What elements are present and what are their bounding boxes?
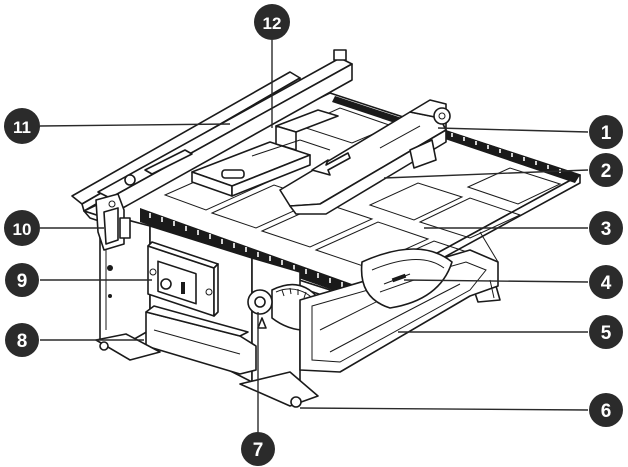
callout-11-label: 11 bbox=[13, 118, 31, 137]
callout-2-label: 2 bbox=[601, 161, 612, 182]
callout-12-label: 12 bbox=[263, 14, 282, 33]
cutting-disc bbox=[360, 248, 453, 309]
mitre-guide bbox=[191, 109, 339, 197]
callout-11: 11 bbox=[4, 108, 40, 144]
leader-4 bbox=[403, 279, 589, 283]
callout-5: 5 bbox=[589, 315, 623, 349]
callout-9-label: 9 bbox=[17, 271, 28, 292]
leader-11 bbox=[39, 123, 231, 127]
callout-3-label: 3 bbox=[601, 219, 612, 240]
callout-12: 12 bbox=[254, 4, 290, 40]
leader-6 bbox=[299, 407, 589, 411]
leader-lines bbox=[39, 40, 589, 432]
callout-2: 2 bbox=[589, 153, 623, 187]
blade-guard bbox=[279, 99, 451, 215]
callout-7: 7 bbox=[241, 432, 275, 466]
callout-4-label: 4 bbox=[601, 273, 612, 294]
carrying-handle bbox=[145, 305, 257, 375]
callout-1: 1 bbox=[589, 115, 623, 149]
callout-8: 8 bbox=[5, 323, 39, 357]
on-off-switch-panel bbox=[147, 241, 219, 317]
callout-7-label: 7 bbox=[253, 440, 264, 461]
callout-3: 3 bbox=[589, 211, 623, 245]
callout-8-label: 8 bbox=[17, 331, 28, 352]
callout-1-label: 1 bbox=[601, 123, 612, 144]
riving-knife bbox=[409, 139, 437, 169]
callout-4: 4 bbox=[589, 265, 623, 299]
fence-lock-clamp bbox=[95, 193, 131, 251]
callout-10-label: 10 bbox=[13, 220, 32, 239]
callout-10: 10 bbox=[4, 210, 40, 246]
front-scale-ticks bbox=[149, 213, 343, 287]
callout-9: 9 bbox=[5, 263, 39, 297]
leader-2 bbox=[383, 169, 589, 179]
leader-1 bbox=[437, 127, 589, 133]
callout-6: 6 bbox=[589, 393, 623, 427]
right-scale-ticks bbox=[451, 133, 561, 173]
callout-5-label: 5 bbox=[601, 323, 612, 344]
callout-6-label: 6 bbox=[601, 401, 612, 422]
right-support bbox=[479, 231, 499, 299]
